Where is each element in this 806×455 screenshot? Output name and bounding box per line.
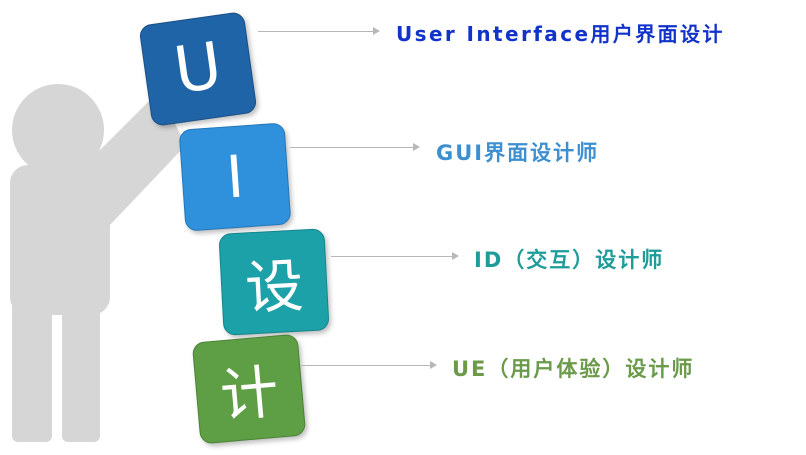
block-i-letter: I bbox=[224, 142, 246, 212]
block-u-letter: U bbox=[169, 29, 227, 109]
block-she-letter: 设 bbox=[243, 251, 306, 323]
block-i: I bbox=[178, 122, 292, 232]
figure-left-leg bbox=[12, 290, 52, 442]
label-id-designer: ID（交互）设计师 bbox=[474, 248, 665, 272]
label-ue-designer: UE（用户体验）设计师 bbox=[452, 357, 695, 381]
arrow-3 bbox=[331, 252, 459, 260]
block-ji-letter: 计 bbox=[217, 357, 282, 431]
figure-arm-upper bbox=[70, 100, 170, 205]
block-u: U bbox=[138, 11, 258, 127]
figure-right-leg bbox=[62, 290, 100, 442]
label-gui-designer: GUI界面设计师 bbox=[436, 141, 600, 165]
figure-head bbox=[12, 84, 104, 176]
figure-arm-lower bbox=[82, 118, 186, 225]
block-ji: 计 bbox=[191, 333, 307, 445]
arrow-2 bbox=[290, 143, 420, 151]
arrow-1 bbox=[258, 27, 380, 35]
block-she: 设 bbox=[218, 228, 330, 336]
arrow-4 bbox=[301, 361, 437, 369]
label-user-interface: User Interface用户界面设计 bbox=[396, 22, 725, 46]
